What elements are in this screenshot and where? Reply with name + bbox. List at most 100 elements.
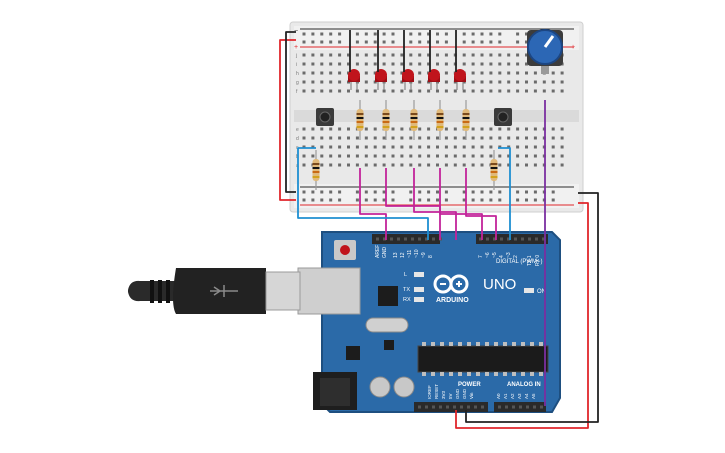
breadboard-hole[interactable] [400, 154, 404, 158]
breadboard-hole[interactable] [391, 62, 395, 66]
rail-hole[interactable] [489, 40, 493, 44]
rail-hole[interactable] [320, 190, 324, 194]
breadboard-hole[interactable] [498, 163, 502, 167]
breadboard-hole[interactable] [480, 89, 484, 93]
breadboard-hole[interactable] [338, 62, 342, 66]
breadboard-hole[interactable] [498, 89, 502, 93]
breadboard-hole[interactable] [444, 163, 448, 167]
breadboard-hole[interactable] [516, 127, 520, 131]
rail-hole[interactable] [516, 32, 520, 36]
breadboard-hole[interactable] [516, 89, 520, 93]
rail-hole[interactable] [373, 198, 377, 202]
rail-hole[interactable] [409, 40, 413, 44]
breadboard-hole[interactable] [427, 154, 431, 158]
breadboard-hole[interactable] [409, 163, 413, 167]
breadboard-hole[interactable] [391, 127, 395, 131]
breadboard-hole[interactable] [507, 53, 511, 57]
rail-hole[interactable] [480, 198, 484, 202]
breadboard-hole[interactable] [533, 71, 537, 75]
breadboard-hole[interactable] [427, 127, 431, 131]
rail-hole[interactable] [320, 198, 324, 202]
potentiometer[interactable] [527, 29, 563, 74]
breadboard-hole[interactable] [364, 163, 368, 167]
rail-hole[interactable] [471, 32, 475, 36]
rail-hole[interactable] [373, 190, 377, 194]
rail-hole[interactable] [498, 198, 502, 202]
breadboard-hole[interactable] [311, 71, 315, 75]
breadboard-hole[interactable] [373, 62, 377, 66]
rail-hole[interactable] [533, 198, 537, 202]
breadboard-hole[interactable] [329, 127, 333, 131]
rail-hole[interactable] [391, 198, 395, 202]
header-socket[interactable] [383, 237, 386, 241]
breadboard-hole[interactable] [338, 127, 342, 131]
breadboard-hole[interactable] [418, 163, 422, 167]
breadboard-hole[interactable] [498, 145, 502, 149]
breadboard-hole[interactable] [551, 163, 555, 167]
breadboard-hole[interactable] [382, 145, 386, 149]
wires[interactable] [279, 30, 599, 429]
breadboard-hole[interactable] [338, 154, 342, 158]
rail-hole[interactable] [498, 190, 502, 194]
wire-led2[interactable] [385, 168, 441, 240]
rail-hole[interactable] [355, 32, 359, 36]
rail-hole[interactable] [409, 32, 413, 36]
breadboard-hole[interactable] [347, 62, 350, 66]
led-icon[interactable] [402, 69, 414, 81]
rail-hole[interactable] [338, 198, 342, 202]
breadboard-hole[interactable] [400, 53, 404, 57]
breadboard-hole[interactable] [462, 163, 466, 167]
header-socket[interactable] [404, 237, 407, 241]
breadboard-hole[interactable] [471, 163, 475, 167]
breadboard-hole[interactable] [311, 154, 315, 158]
rail-hole[interactable] [302, 198, 306, 202]
wire-5v[interactable] [455, 202, 589, 429]
breadboard-hole[interactable] [516, 145, 520, 149]
rail-hole[interactable] [525, 32, 528, 36]
header-socket[interactable] [432, 237, 435, 241]
breadboard-hole[interactable] [489, 80, 493, 84]
led-icon[interactable] [375, 69, 387, 81]
breadboard-hole[interactable] [453, 145, 457, 149]
breadboard-hole[interactable] [338, 163, 342, 167]
rail-hole[interactable] [320, 32, 324, 36]
breadboard-hole[interactable] [400, 163, 404, 167]
breadboard-hole[interactable] [427, 145, 431, 149]
breadboard-hole[interactable] [453, 136, 457, 140]
rail-hole[interactable] [418, 32, 422, 36]
breadboard-hole[interactable] [347, 53, 350, 57]
breadboard-hole[interactable] [560, 71, 564, 75]
breadboard-hole[interactable] [347, 145, 350, 149]
rail-hole[interactable] [373, 40, 377, 44]
breadboard-hole[interactable] [302, 80, 306, 84]
breadboard-hole[interactable] [311, 53, 315, 57]
breadboard-hole[interactable] [489, 71, 493, 75]
breadboard-hole[interactable] [364, 145, 368, 149]
breadboard-hole[interactable] [391, 80, 395, 84]
rail-hole[interactable] [382, 40, 386, 44]
rail-hole[interactable] [364, 40, 368, 44]
breadboard-hole[interactable] [498, 71, 502, 75]
breadboard-hole[interactable] [418, 154, 422, 158]
breadboard-hole[interactable] [400, 80, 404, 84]
breadboard-hole[interactable] [347, 163, 350, 167]
breadboard-hole[interactable] [418, 145, 422, 149]
breadboard-hole[interactable] [329, 163, 333, 167]
breadboard-hole[interactable] [347, 136, 350, 140]
breadboard-hole[interactable] [391, 136, 395, 140]
breadboard-hole[interactable] [355, 136, 359, 140]
rail-hole[interactable] [391, 32, 395, 36]
rail-hole[interactable] [444, 198, 448, 202]
breadboard-hole[interactable] [507, 145, 511, 149]
breadboard-hole[interactable] [525, 89, 528, 93]
header-socket[interactable] [542, 237, 545, 241]
breadboard-hole[interactable] [391, 89, 395, 93]
rail-hole[interactable] [480, 40, 484, 44]
breadboard-hole[interactable] [338, 145, 342, 149]
breadboard-hole[interactable] [355, 62, 359, 66]
breadboard-hole[interactable] [444, 71, 448, 75]
breadboard-hole[interactable] [302, 154, 306, 158]
breadboard-hole[interactable] [525, 163, 528, 167]
breadboard-hole[interactable] [453, 163, 457, 167]
